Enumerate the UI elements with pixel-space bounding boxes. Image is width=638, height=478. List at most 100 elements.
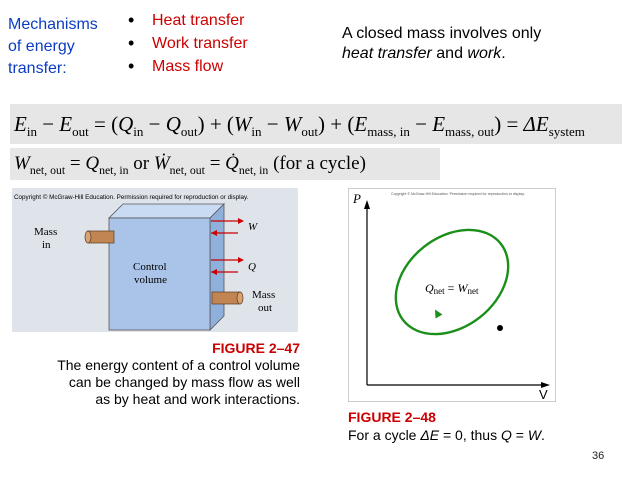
q-arrowhead bbox=[211, 269, 217, 275]
w-label: W bbox=[248, 221, 258, 233]
eq-symbol: E bbox=[354, 112, 368, 136]
eq-paren: ( bbox=[111, 112, 119, 136]
w-arrowhead bbox=[238, 218, 244, 224]
mechanisms-label: Mechanisms of energy transfer: bbox=[8, 14, 98, 80]
mass-in-label: Mass bbox=[34, 226, 57, 238]
eq-symbol: W bbox=[283, 112, 302, 136]
note-end: . bbox=[501, 45, 506, 62]
q-arrowhead bbox=[238, 257, 244, 263]
eq-op: − bbox=[36, 112, 60, 136]
eq-sub: system bbox=[548, 124, 585, 140]
mechanism-list: • Heat transfer • Work transfer • Mass flow bbox=[124, 10, 248, 79]
fig47-copyright: Copyright © McGraw-Hill Education. Permi… bbox=[14, 193, 249, 201]
mass-out-pipe-end bbox=[236, 291, 244, 305]
v-axis-arrowhead bbox=[541, 382, 550, 388]
eq-sub: out bbox=[72, 124, 89, 140]
bullet-icon: • bbox=[128, 33, 135, 53]
figure-2-48-caption: FIGURE 2–48 For a cycle ΔE = 0, thus Q =… bbox=[348, 408, 545, 444]
eq-sub: mass, in bbox=[367, 124, 410, 140]
eq-sub: out bbox=[301, 124, 319, 140]
mass-out-label: Mass bbox=[252, 289, 275, 301]
note-line: heat transfer and work. bbox=[342, 44, 541, 64]
eq-op: − bbox=[143, 112, 166, 136]
eq-paren: ) bbox=[494, 112, 502, 136]
eq-symbol: Q bbox=[118, 112, 134, 136]
eq-sub: net, in bbox=[238, 163, 269, 177]
caption-text: For a cycle bbox=[348, 427, 421, 443]
list-item: • Work transfer bbox=[124, 33, 248, 56]
p-axis-label: P bbox=[352, 191, 361, 206]
eq-paren: ) bbox=[318, 112, 326, 136]
caption-title: FIGURE 2–47 bbox=[212, 340, 300, 356]
eq-symbol: E bbox=[59, 112, 73, 136]
label-w: W bbox=[457, 281, 468, 295]
page-number: 36 bbox=[592, 450, 605, 462]
caption-line: The energy content of a control volume bbox=[57, 357, 300, 373]
control-volume-label: volume bbox=[134, 274, 167, 286]
eq-sub: in bbox=[251, 124, 262, 140]
eq-text: (for a cycle) bbox=[268, 153, 366, 174]
caption-title: FIGURE 2–48 bbox=[348, 409, 436, 425]
figure-2-47-caption: FIGURE 2–47 The energy content of a cont… bbox=[4, 340, 300, 408]
caption-text: = 0, thus bbox=[439, 427, 501, 443]
eq-sub: in bbox=[26, 124, 37, 140]
mass-out-pipe bbox=[211, 291, 241, 305]
mass-in-pipe bbox=[87, 230, 115, 244]
bullet-icon: • bbox=[128, 10, 135, 30]
cycle-state-point bbox=[497, 325, 503, 331]
eq-symbol-dot: Ẇ bbox=[154, 153, 170, 174]
eq-sub: net, out bbox=[169, 163, 205, 177]
note-work: work bbox=[467, 45, 502, 62]
note-heat: heat transfer bbox=[342, 45, 432, 62]
q-label: Q bbox=[248, 261, 256, 273]
label-sub: net bbox=[434, 286, 445, 296]
control-volume-diagram: Copyright © McGraw-Hill Education. Permi… bbox=[14, 193, 275, 331]
mass-in-label: in bbox=[42, 239, 51, 251]
note-and: and bbox=[431, 45, 468, 62]
eq-op: + bbox=[325, 112, 348, 136]
v-axis-label: V bbox=[539, 387, 548, 401]
list-item: • Heat transfer bbox=[124, 10, 248, 33]
fig48-copyright: Copyright © McGraw-Hill Education. Permi… bbox=[391, 192, 525, 196]
caption-text: Q bbox=[500, 427, 512, 443]
caption-line: can be changed by mass flow as well bbox=[68, 374, 300, 390]
list-item: • Mass flow bbox=[124, 56, 248, 79]
p-axis-arrowhead bbox=[364, 200, 370, 209]
eq-op: − bbox=[261, 112, 284, 136]
bullet-icon: • bbox=[128, 56, 135, 76]
eq-sub: net, in bbox=[99, 163, 129, 177]
eq-op: = bbox=[501, 112, 524, 136]
eq-text: or bbox=[128, 153, 154, 174]
energy-balance-equation: Ein − Eout = (Qin − Qout) + (Win − Wout)… bbox=[10, 104, 622, 144]
list-item-text: Mass flow bbox=[152, 58, 224, 75]
qnet-wnet-label: Qnet = Wnet bbox=[425, 281, 479, 296]
eq-symbol: Q bbox=[85, 153, 100, 174]
cycle-equation: Wnet, out = Qnet, in or Ẇnet, out = Q̇n… bbox=[10, 148, 440, 180]
caption-text: ΔE bbox=[420, 427, 440, 443]
cv-top-face bbox=[108, 203, 225, 219]
label-q: Q bbox=[425, 281, 434, 295]
eq-sub: out bbox=[180, 124, 198, 140]
eq-op: = bbox=[204, 153, 226, 174]
figure-2-48: Copyright © McGraw-Hill Education. Permi… bbox=[348, 188, 556, 402]
eq-op: = bbox=[88, 112, 112, 136]
label-line: transfer: bbox=[8, 60, 67, 77]
caption-text: = bbox=[511, 427, 528, 443]
closed-mass-note: A closed mass involves only heat transfe… bbox=[342, 24, 541, 64]
control-volume-label: Control bbox=[133, 261, 167, 273]
list-item-text: Heat transfer bbox=[152, 12, 245, 29]
eq-symbol: Q bbox=[165, 112, 181, 136]
caption-text: W bbox=[527, 427, 542, 443]
eq-sub: net, out bbox=[29, 163, 66, 177]
eq-symbol: E bbox=[432, 112, 446, 136]
eq-paren: ( bbox=[347, 112, 355, 136]
cv-side-face bbox=[209, 203, 225, 331]
eq-paren: ( bbox=[226, 112, 234, 136]
label-eq: = bbox=[445, 281, 458, 295]
eq-symbol: W bbox=[153, 153, 170, 174]
cv-front-face bbox=[108, 217, 211, 331]
eq-symbol: E bbox=[14, 112, 27, 136]
list-item-text: Work transfer bbox=[152, 35, 248, 52]
eq-op: − bbox=[409, 112, 433, 136]
figure-2-47: Copyright © McGraw-Hill Education. Permi… bbox=[12, 188, 298, 332]
